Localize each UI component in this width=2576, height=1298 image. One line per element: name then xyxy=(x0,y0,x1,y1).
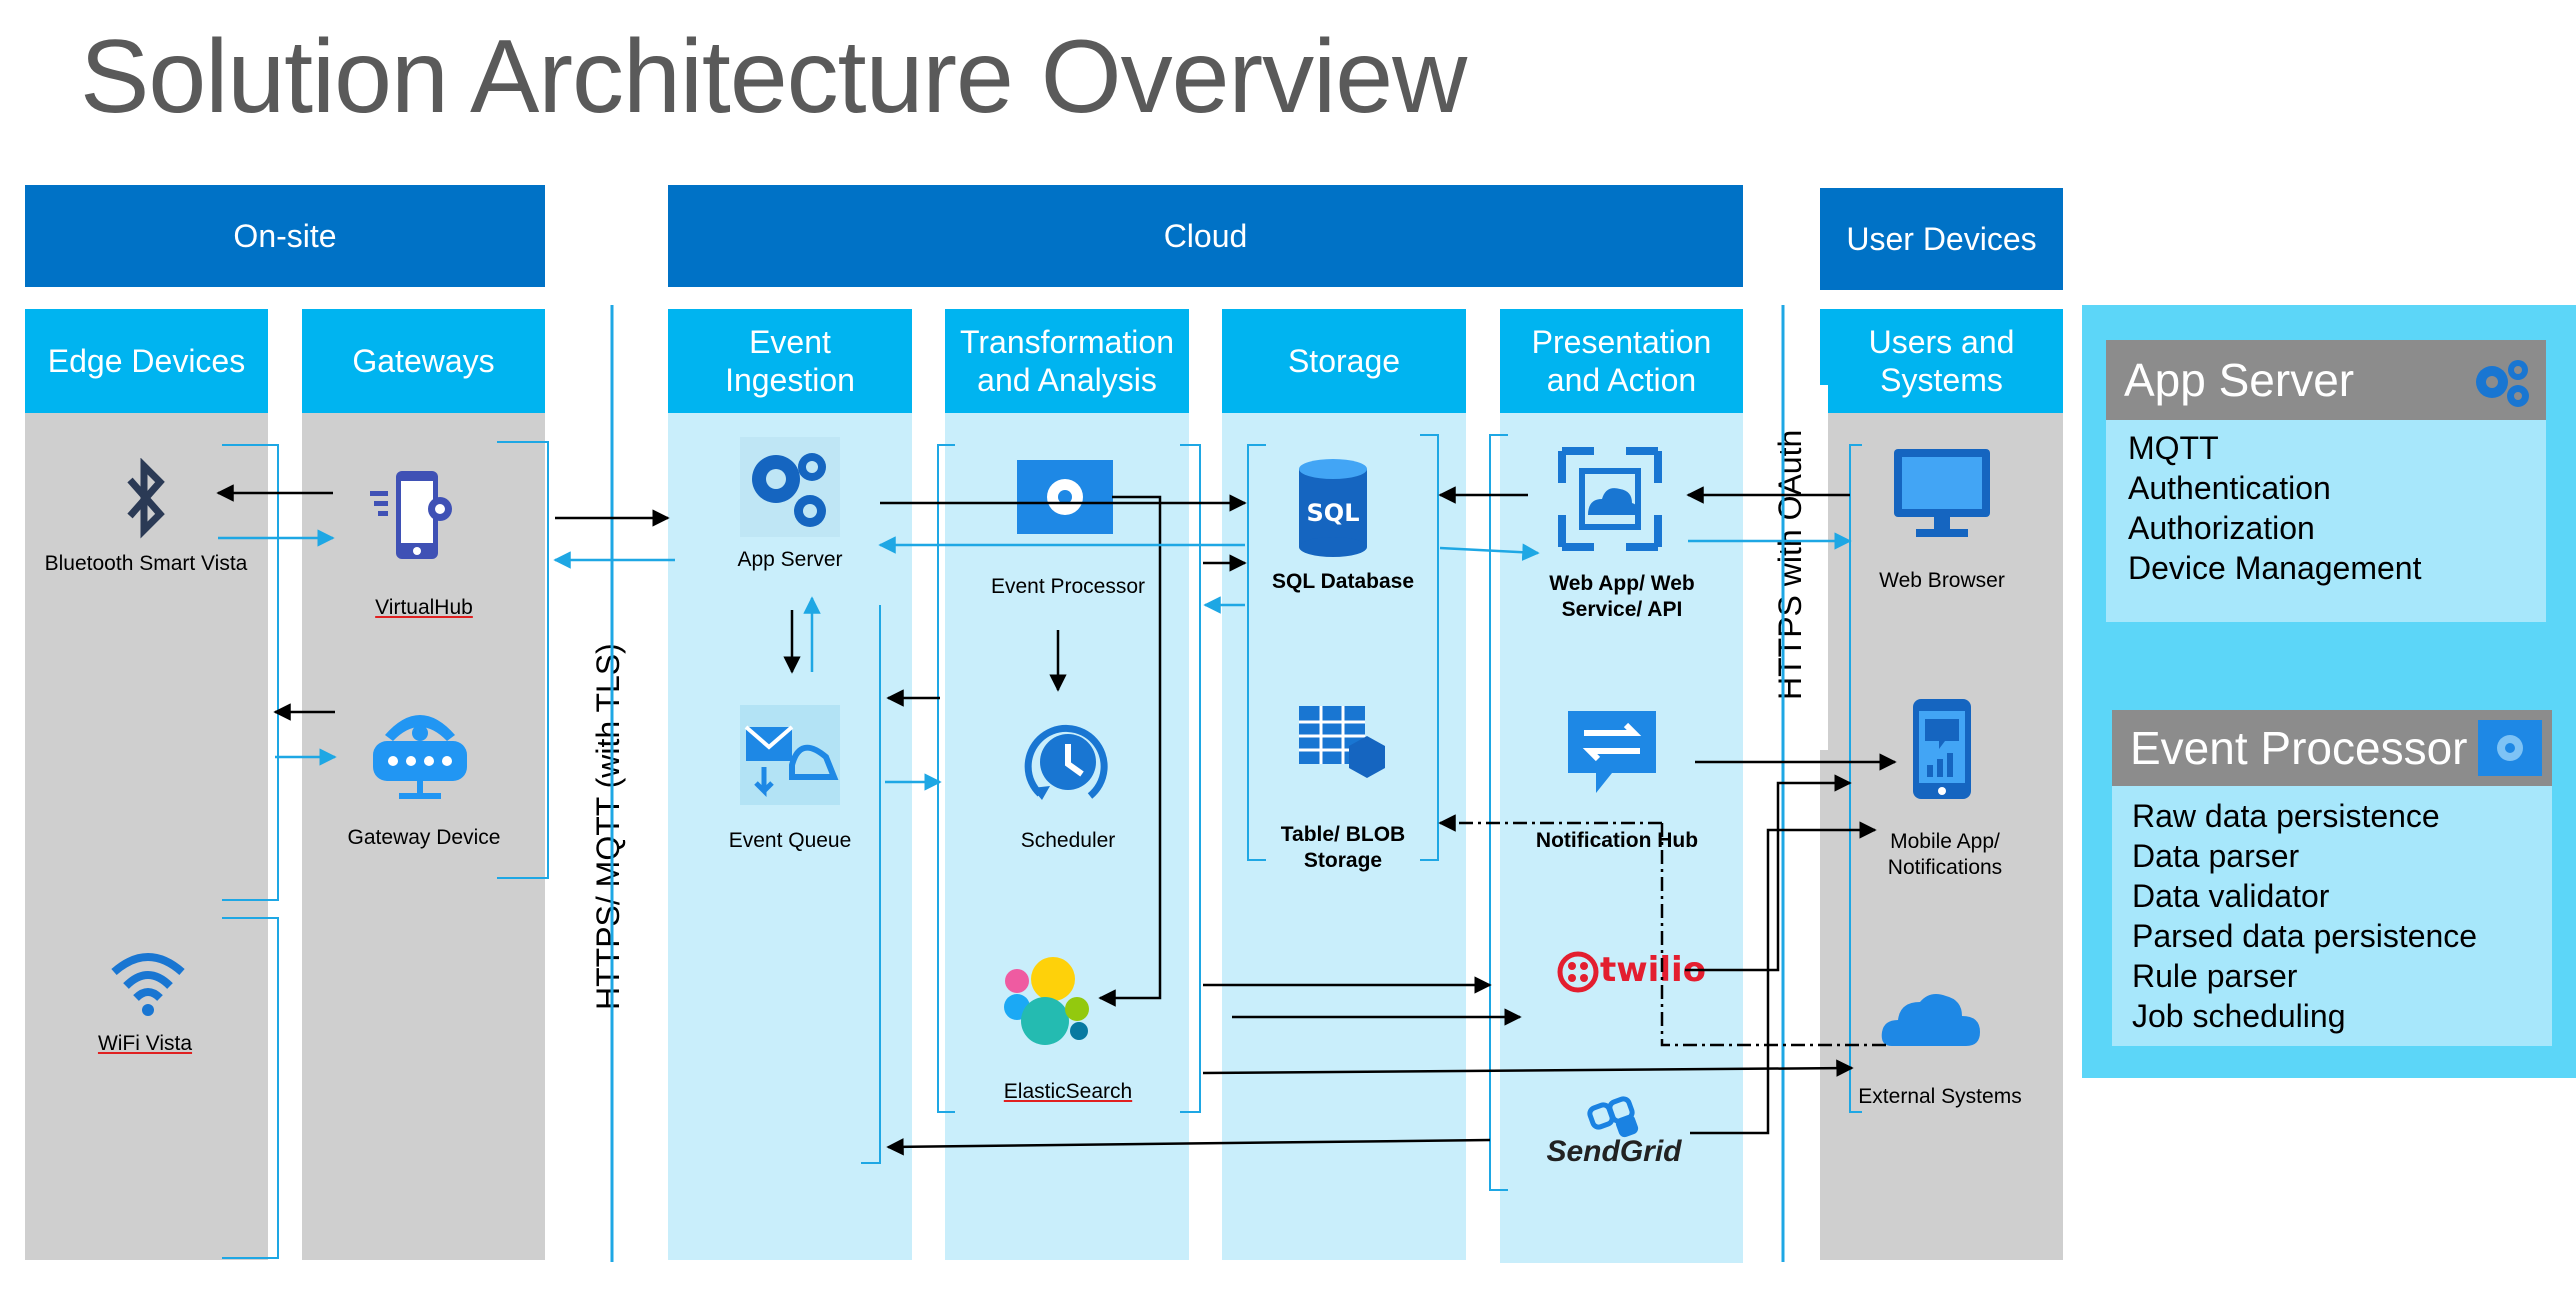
legend-event-processor-list: Raw data persistence Data parser Data va… xyxy=(2112,786,2552,1046)
lane-edge-devices xyxy=(25,413,268,1260)
label-external-systems: External Systems xyxy=(1858,1085,2022,1108)
label-app-server: App Server xyxy=(737,548,843,571)
column-gateways: Gateways xyxy=(302,309,545,413)
legend-app-server-item: Authentication xyxy=(2128,470,2331,506)
label-sendgrid: SendGrid xyxy=(1546,1135,1682,1168)
lane-event-ingestion xyxy=(668,413,912,1260)
gears-icon xyxy=(2476,360,2529,407)
label-notification-hub: Notification Hub xyxy=(1535,829,1699,852)
section-user-devices: User Devices xyxy=(1820,188,2063,290)
table-blob-storage-icon xyxy=(1299,706,1385,778)
lane-transformation xyxy=(945,413,1189,1260)
page-title: Solution Architecture Overview xyxy=(80,19,1467,135)
oauth-label-backdrop xyxy=(1770,385,1828,750)
legend-event-processor-title: Event Processor xyxy=(2130,722,2468,774)
twilio-icon xyxy=(1557,951,1599,993)
label-table-blob: Table/ BLOB Storage xyxy=(1280,823,1406,873)
label-mobile-app: Mobile App/ Notifications xyxy=(1887,830,2003,880)
legend-event-processor-item: Data parser xyxy=(2132,838,2300,874)
column-event-ingestion: Event Ingestion xyxy=(668,309,912,413)
scheduler-clock-icon xyxy=(1024,724,1108,800)
smartphone-gear-icon xyxy=(370,471,452,559)
event-processor-icon xyxy=(2478,720,2542,776)
sendgrid-icon xyxy=(1587,1096,1639,1138)
section-onsite: On-site xyxy=(25,185,545,287)
legend-app-server-item: MQTT xyxy=(2128,430,2219,466)
legend-event-processor-item: Data validator xyxy=(2132,878,2330,914)
legend-app-server-list: MQTT Authentication Authorization Device… xyxy=(2106,420,2546,622)
column-edge-devices: Edge Devices xyxy=(25,309,268,413)
label-gateway-device: Gateway Device xyxy=(347,826,501,849)
label-scheduler: Scheduler xyxy=(1020,829,1116,852)
svg-text:SQL: SQL xyxy=(1307,499,1360,527)
mobile-phone-icon xyxy=(1913,699,1971,799)
legend-app-server-title: App Server xyxy=(2124,354,2355,406)
bluetooth-icon xyxy=(127,458,165,539)
label-elasticsearch: ElasticSearch xyxy=(1003,1080,1133,1103)
event-processor-icon xyxy=(1017,460,1113,534)
legend-event-processor-item: Job scheduling xyxy=(2132,998,2346,1034)
column-transformation: Transformation and Analysis xyxy=(945,309,1189,413)
sql-database-icon: SQL xyxy=(1299,459,1367,557)
column-storage: Storage xyxy=(1222,309,1466,413)
label-event-processor: Event Processor xyxy=(990,575,1146,598)
elasticsearch-icon xyxy=(1004,957,1089,1045)
section-cloud: Cloud xyxy=(668,185,1743,287)
legend-event-processor-item: Raw data persistence xyxy=(2132,798,2440,834)
web-app-icon xyxy=(1558,447,1662,551)
legend-event-processor-item: Rule parser xyxy=(2132,958,2298,994)
wifi-icon xyxy=(111,953,185,1016)
notification-hub-icon xyxy=(1568,711,1656,793)
label-virtualhub: VirtualHub xyxy=(375,596,473,619)
legend-app-server-item: Device Management xyxy=(2128,550,2422,586)
label-web-app: Web App/ Web Service/ API xyxy=(1549,572,1695,622)
legend-event-processor-item: Parsed data persistence xyxy=(2132,918,2478,954)
label-sql-database: SQL Database xyxy=(1271,570,1415,593)
cloud-icon xyxy=(1881,994,1980,1046)
legend-app-server-header: App Server xyxy=(2106,340,2546,420)
label-bluetooth: Bluetooth Smart Vista xyxy=(44,552,248,575)
label-event-queue: Event Queue xyxy=(728,829,852,852)
label-wifi: WiFi Vista xyxy=(97,1032,193,1055)
column-presentation: Presentation and Action xyxy=(1500,309,1743,413)
legend-app-server-item: Authorization xyxy=(2128,510,2315,546)
gears-icon xyxy=(740,437,840,537)
label-web-browser: Web Browser xyxy=(1879,569,2005,592)
event-queue-icon xyxy=(740,705,840,805)
gateway-device-icon xyxy=(373,715,467,799)
column-users-systems: Users and Systems xyxy=(1820,309,2063,413)
monitor-icon xyxy=(1894,449,1990,537)
